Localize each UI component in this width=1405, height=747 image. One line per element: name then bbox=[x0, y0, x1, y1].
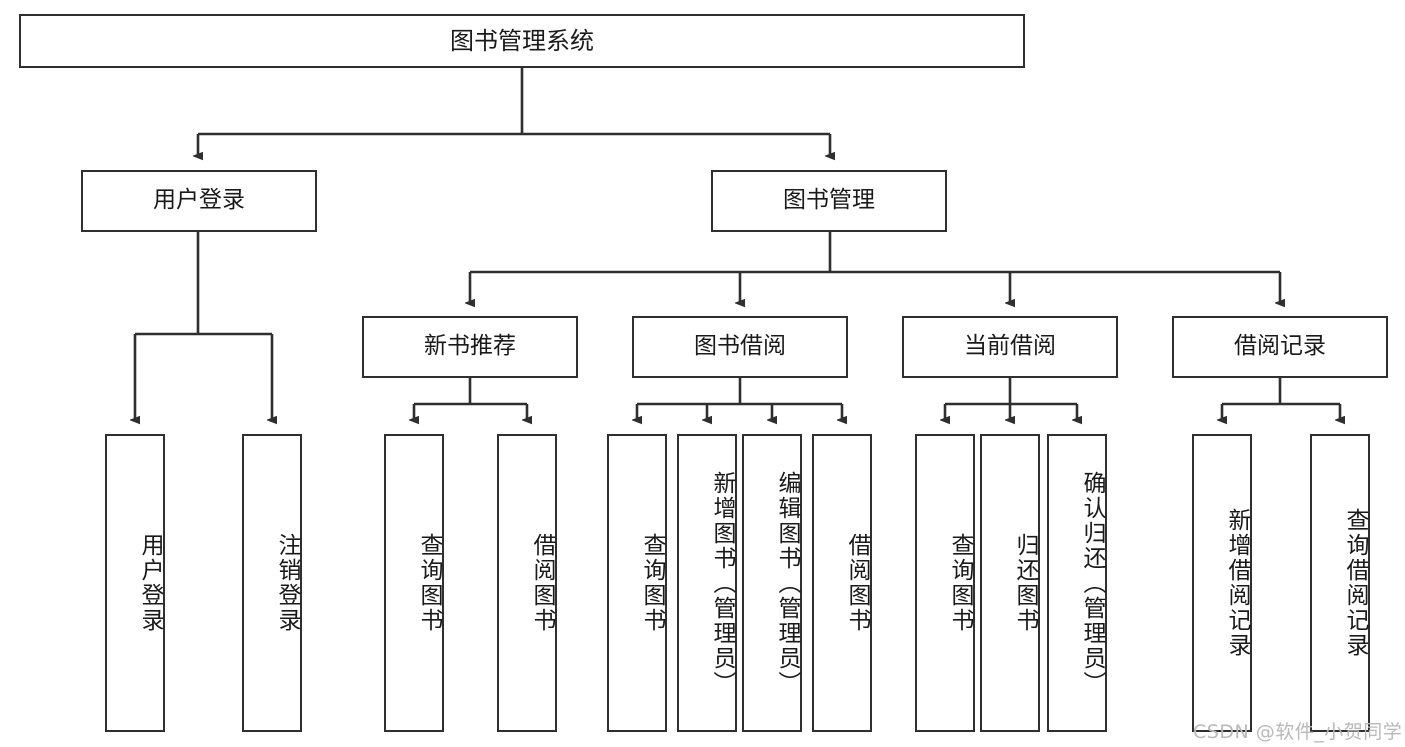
node-label: 当前借阅 bbox=[964, 333, 1056, 360]
node-label: 新增图书（管理员） bbox=[709, 470, 735, 696]
node-label: 新增借阅记录 bbox=[1224, 508, 1250, 658]
node-label: 图书借阅 bbox=[694, 333, 786, 360]
leaf-borrow-book[interactable]: 借阅图书 bbox=[812, 434, 872, 732]
node-label: 借阅图书 bbox=[529, 533, 555, 633]
node-label: 用户登录 bbox=[137, 533, 163, 633]
leaf-query-borrow-record[interactable]: 查询借阅记录 bbox=[1310, 434, 1370, 732]
leaf-add-borrow-record[interactable]: 新增借阅记录 bbox=[1192, 434, 1252, 732]
leaf-edit-book-admin[interactable]: 编辑图书（管理员） bbox=[742, 434, 802, 732]
leaf-user-login[interactable]: 用户登录 bbox=[105, 434, 165, 732]
node-label: 注销登录 bbox=[274, 533, 300, 633]
leaf-logout[interactable]: 注销登录 bbox=[242, 434, 302, 732]
node-book-borrow[interactable]: 图书借阅 bbox=[632, 316, 848, 378]
node-label: 查询借阅记录 bbox=[1342, 508, 1368, 658]
node-current-borrow[interactable]: 当前借阅 bbox=[902, 316, 1118, 378]
leaf-query-book-recommend[interactable]: 查询图书 bbox=[384, 434, 444, 732]
node-user-login[interactable]: 用户登录 bbox=[81, 170, 317, 232]
node-label: 查询图书 bbox=[947, 533, 973, 633]
node-label: 确认归还（管理员） bbox=[1079, 470, 1105, 696]
node-label: 图书管理系统 bbox=[450, 26, 594, 55]
node-label: 图书管理 bbox=[783, 187, 875, 214]
node-label: 用户登录 bbox=[153, 187, 245, 214]
leaf-return-book[interactable]: 归还图书 bbox=[980, 434, 1040, 732]
leaf-query-book-borrow[interactable]: 查询图书 bbox=[607, 434, 667, 732]
node-label: 新书推荐 bbox=[424, 333, 516, 360]
node-book-management[interactable]: 图书管理 bbox=[711, 170, 947, 232]
node-root-system[interactable]: 图书管理系统 bbox=[19, 14, 1025, 68]
leaf-query-book-current[interactable]: 查询图书 bbox=[915, 434, 975, 732]
leaf-add-book-admin[interactable]: 新增图书（管理员） bbox=[677, 434, 737, 732]
leaf-borrow-book-recommend[interactable]: 借阅图书 bbox=[497, 434, 557, 732]
node-new-book-recommend[interactable]: 新书推荐 bbox=[362, 316, 578, 378]
node-label: 借阅图书 bbox=[844, 533, 870, 633]
node-label: 借阅记录 bbox=[1234, 333, 1326, 360]
node-label: 归还图书 bbox=[1012, 533, 1038, 633]
node-borrow-record[interactable]: 借阅记录 bbox=[1172, 316, 1388, 378]
node-label: 编辑图书（管理员） bbox=[774, 470, 800, 696]
node-label: 查询图书 bbox=[416, 533, 442, 633]
csdn-watermark: CSDN @软件_小贺同学 bbox=[1193, 721, 1403, 743]
node-label: 查询图书 bbox=[639, 533, 665, 633]
leaf-confirm-return-admin[interactable]: 确认归还（管理员） bbox=[1047, 434, 1107, 732]
